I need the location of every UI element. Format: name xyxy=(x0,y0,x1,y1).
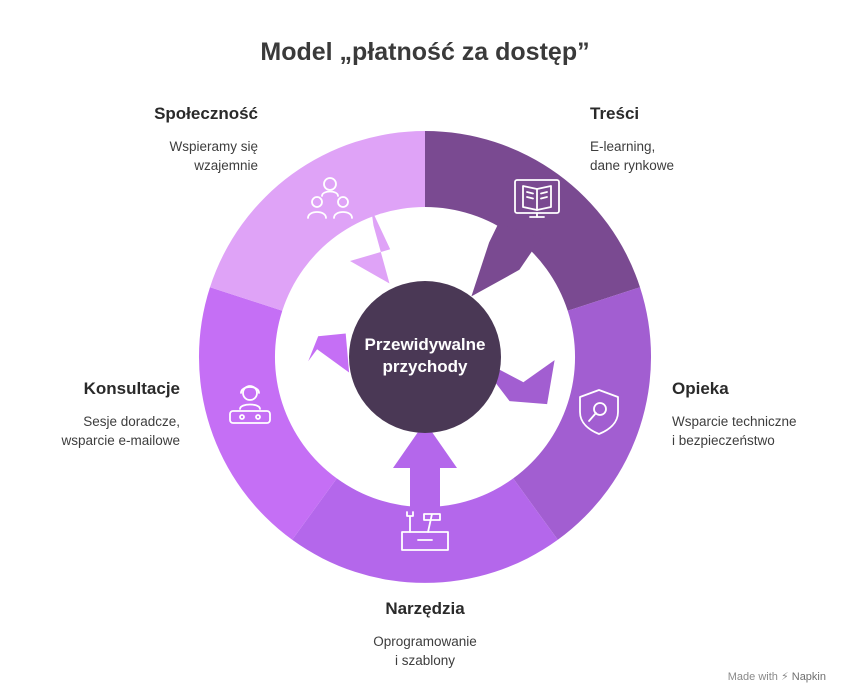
arrow-spolecznosc xyxy=(350,208,391,284)
label-opieka: Opieka Wsparcie techniczne i bezpieczeńs… xyxy=(672,379,797,450)
made-with-napkin: Made with ⚡ Napkin xyxy=(728,670,826,683)
center-label-line1: Przewidywalne xyxy=(365,335,486,354)
label-narzedzia: Narzędzia Oprogramowanie i szablony xyxy=(325,599,525,670)
label-tresci-desc-1: E-learning, xyxy=(590,139,656,154)
segment-tresci xyxy=(425,131,640,311)
label-spolecznosc-title: Społeczność xyxy=(154,104,258,123)
arrow-konsultacje xyxy=(308,333,350,373)
label-narzedzia-desc-1: Oprogramowanie xyxy=(373,634,477,649)
center-circle xyxy=(349,281,501,433)
label-narzedzia-desc-2: i szablony xyxy=(394,653,456,668)
arrow-tresci xyxy=(471,223,541,297)
arrow-narzedzia xyxy=(393,422,457,520)
segment-spolecznosc xyxy=(210,130,425,311)
footer-prefix: Made with xyxy=(727,671,778,683)
label-spolecznosc-desc-2: wzajemnie xyxy=(194,158,258,173)
segment-opieka xyxy=(513,287,652,540)
diagram-title: Model „płatność za dostęp” xyxy=(260,38,590,66)
label-konsultacje-desc-2: wsparcie e-mailowe xyxy=(61,433,180,448)
center-label-line2: przychody xyxy=(382,357,468,376)
label-narzedzia-title: Narzędzia xyxy=(385,599,465,618)
label-konsultacje: Konsultacje Sesje doradcze, wsparcie e-m… xyxy=(30,379,180,450)
label-opieka-desc-2: i bezpieczeństwo xyxy=(672,433,775,448)
label-opieka-desc-1: Wsparcie techniczne xyxy=(672,414,797,429)
label-tresci-title: Treści xyxy=(590,104,640,123)
segment-konsultacje xyxy=(198,287,337,540)
label-spolecznosc-desc-1: Wspieramy się xyxy=(169,139,258,154)
consultant-headset-icon xyxy=(229,385,271,424)
napkin-logo-icon: ⚡ xyxy=(780,671,789,683)
label-konsultacje-title: Konsultacje xyxy=(83,379,180,398)
book-monitor-icon xyxy=(514,179,560,218)
label-konsultacje-desc-1: Sesje doradcze, xyxy=(83,414,180,429)
shield-wrench-icon xyxy=(579,389,619,435)
label-tresci: Treści E-learning, dane rynkowe xyxy=(590,104,674,175)
footer-brand: Napkin xyxy=(791,671,826,683)
label-opieka-title: Opieka xyxy=(672,379,729,398)
community-people-icon xyxy=(307,177,353,219)
label-tresci-desc-2: dane rynkowe xyxy=(590,158,675,173)
label-spolecznosc: Społeczność Wspieramy się wzajemnie xyxy=(100,104,258,175)
toolbox-icon xyxy=(401,511,449,551)
segment-narzedzia xyxy=(292,478,558,583)
